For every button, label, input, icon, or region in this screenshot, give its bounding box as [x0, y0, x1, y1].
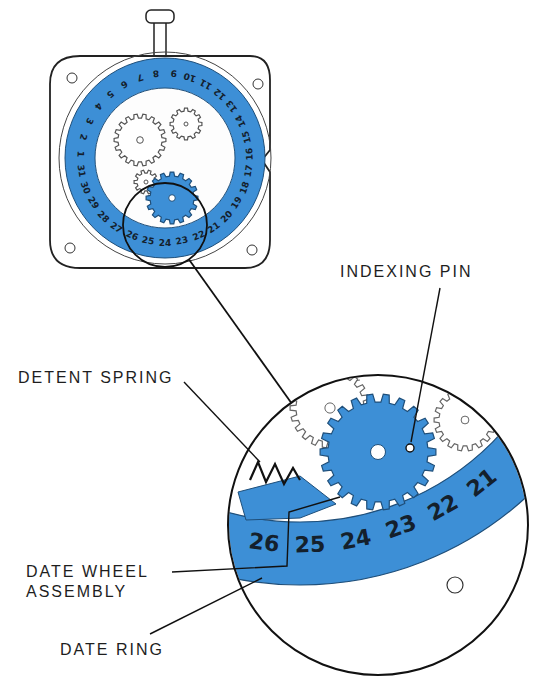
screw	[67, 73, 77, 83]
movement-gear	[114, 114, 166, 166]
part-label: DATE WHEEL ASSEMBLY	[26, 562, 176, 602]
date-ring	[0, 0, 535, 554]
magnifier-circle	[123, 183, 207, 267]
leader-line	[184, 382, 260, 462]
movement-gear	[434, 389, 496, 451]
detent-spring	[250, 462, 300, 484]
screw	[65, 243, 75, 253]
date-numeral: 8	[153, 69, 160, 79]
date-numeral: 9	[170, 69, 177, 79]
screw	[247, 245, 257, 255]
screw	[447, 577, 463, 593]
leader-line	[150, 578, 262, 634]
ring-edge	[28, 0, 535, 522]
date-numeral: 1	[75, 150, 84, 157]
part-label: DETENT SPRING	[18, 368, 174, 388]
leader-line	[172, 497, 340, 572]
detent-lever	[238, 476, 336, 520]
ring-edge	[0, 0, 535, 585]
screw	[253, 79, 263, 89]
leader-line	[411, 288, 440, 442]
zoom-parts	[0, 0, 535, 593]
movement-gear	[170, 108, 202, 140]
ring-edge	[65, 58, 265, 258]
date-numeral: 25	[295, 533, 326, 556]
gear-hub	[137, 137, 144, 144]
indexing-pin	[406, 444, 414, 452]
date-numeral: 24	[159, 239, 172, 248]
date-wheel-gear	[146, 172, 198, 224]
magnifier-line	[189, 259, 291, 402]
gear-hub	[184, 122, 188, 126]
date-wheel-gear	[320, 394, 436, 510]
zoom-circle	[228, 375, 528, 675]
date-numeral: 17	[244, 164, 255, 178]
gear-hub	[169, 195, 176, 202]
date-numeral: 24	[339, 526, 373, 553]
gear-hub	[461, 416, 469, 424]
gear-hub	[325, 403, 335, 413]
part-label: INDEXING PIN	[340, 262, 472, 282]
date-numeral: 31	[76, 164, 87, 178]
date-ring	[80, 73, 250, 243]
ring-edge	[95, 88, 235, 228]
movement-plate	[59, 52, 271, 264]
gear-hub	[371, 445, 386, 460]
part-label: DATE RING	[60, 640, 164, 660]
date-numeral: 16	[245, 147, 255, 160]
gear-hub	[144, 180, 148, 184]
crown	[146, 10, 174, 23]
date-numeral: 26	[247, 530, 280, 556]
